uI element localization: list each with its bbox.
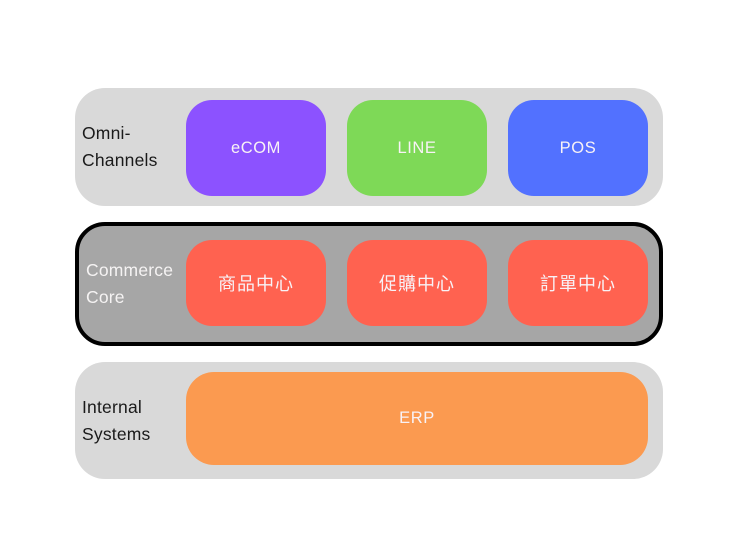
node-order-center: 訂單中心 [508,240,648,326]
node-product-center: 商品中心 [186,240,326,326]
band-label-line: Commerce [86,260,174,280]
node-pos-label: POS [559,138,597,157]
band-label-line: Internal [82,396,142,417]
band-commerce-core: Commerce Core 商品中心 促購中心 訂單中心 [75,222,663,346]
band-label-line: Systems [82,423,151,444]
band-label-line: Core [86,287,125,307]
band-label-line: Channels [82,150,158,170]
node-line: LINE [347,100,487,196]
band-label-line: Omni- [82,123,131,143]
band-label-omni-channels: Omni- Channels [82,88,190,206]
band-label-internal-systems: Internal Systems [82,362,190,479]
node-promotion-center: 促購中心 [347,240,487,326]
node-ecom-label: eCOM [230,138,282,157]
node-erp: ERP [186,372,648,465]
band-internal-systems: Internal Systems ERP [75,362,663,479]
band-label-commerce-core: Commerce Core [86,226,194,342]
node-product-center-label: 商品中心 [218,274,294,294]
node-pos: POS [508,100,648,196]
node-line-label: LINE [397,138,437,157]
node-ecom: eCOM [186,100,326,196]
band-omni-channels: Omni- Channels eCOM LINE POS [75,88,663,206]
node-order-center-label: 訂單中心 [540,274,616,294]
node-promotion-center-label: 促購中心 [379,274,455,294]
node-erp-label: ERP [399,409,435,427]
